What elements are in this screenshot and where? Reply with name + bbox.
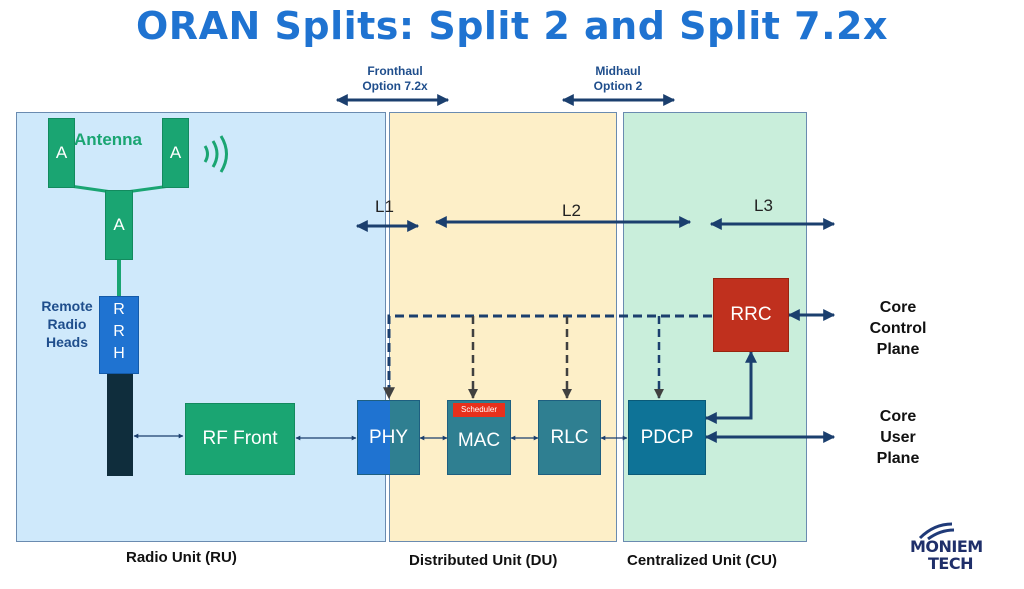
rrh-label-line1: Remote — [41, 298, 93, 314]
l3-label: L3 — [754, 196, 773, 215]
core-user-plane-label: Core User Plane — [850, 406, 946, 469]
rrc-pdcp-link — [704, 350, 757, 424]
mac-block: MAC — [447, 400, 511, 475]
rrh-letter-2: R — [113, 323, 125, 340]
signal-wave-3 — [219, 135, 228, 173]
rrh-letter-1: R — [113, 301, 125, 318]
core-control-line2: Control — [869, 320, 927, 337]
rrh-label: Remote Radio Heads — [34, 297, 100, 351]
scheduler-badge: Scheduler — [453, 403, 505, 417]
core-control-line1: Core — [879, 299, 917, 316]
signal-wave-1 — [203, 145, 209, 163]
logo-line1: MONIEM — [910, 537, 983, 556]
moniem-tech-logo: MONIEM TECH — [898, 520, 1008, 576]
core-control-line3: Plane — [876, 341, 920, 358]
fronthaul-label-line2: Option 7.2x — [362, 79, 428, 93]
pdcp-block: PDCP — [628, 400, 706, 475]
l1-label: L1 — [375, 197, 394, 216]
signal-wave-2 — [211, 140, 219, 168]
rrc-block: RRC — [713, 278, 789, 352]
midhaul-label-line2: Option 2 — [593, 79, 643, 93]
page-title: ORAN Splits: Split 2 and Split 7.2x — [136, 4, 888, 48]
rrh-label-line3: Heads — [45, 334, 89, 350]
logo-wave-icon — [918, 522, 955, 540]
antenna-label: Antenna — [74, 130, 142, 149]
mast — [107, 372, 133, 476]
antenna-element-bottom: A — [105, 190, 133, 260]
antenna-element-left: A — [48, 118, 75, 188]
core-user-line1: Core — [879, 408, 917, 425]
logo-line2: TECH — [928, 554, 973, 573]
rrh-label-line2: Radio — [47, 316, 87, 332]
centralized-unit-label: Centralized Unit (CU) — [627, 552, 777, 569]
rrh-letter-3: H — [113, 345, 125, 362]
core-user-line3: Plane — [876, 450, 920, 467]
fronthaul-label: Fronthaul Option 7.2x — [345, 64, 445, 94]
core-user-line2: User — [880, 429, 916, 446]
distributed-unit-label: Distributed Unit (DU) — [409, 552, 558, 569]
midhaul-label: Midhaul Option 2 — [570, 64, 666, 94]
rlc-block: RLC — [538, 400, 601, 475]
core-control-plane-label: Core Control Plane — [850, 297, 946, 360]
midhaul-label-line1: Midhaul — [595, 64, 641, 78]
rf-front-block: RF Front — [185, 403, 295, 475]
fronthaul-label-line1: Fronthaul — [367, 64, 423, 78]
l2-label: L2 — [562, 201, 581, 220]
phy-block: PHY — [357, 400, 420, 475]
rrc-control-dashed-line — [383, 314, 712, 400]
antenna-element-right: A — [162, 118, 189, 188]
rrh-box: R R H — [99, 296, 139, 374]
radio-unit-label: Radio Unit (RU) — [126, 549, 237, 566]
